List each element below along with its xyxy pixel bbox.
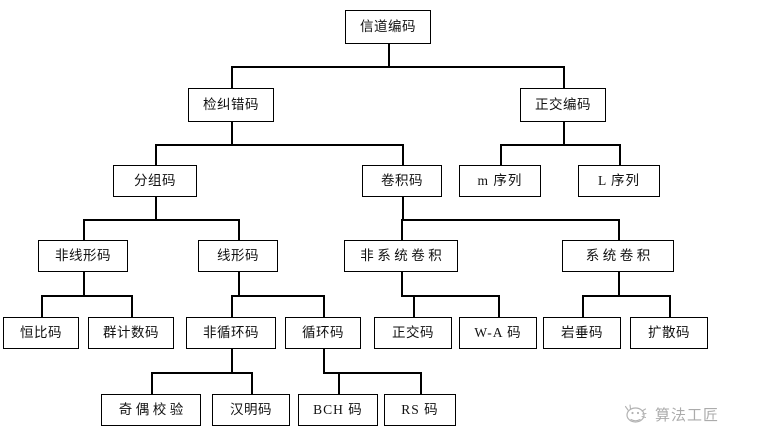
connector-l4_nonsys_conv-stem — [401, 272, 403, 295]
connector-l5_spread-drop — [669, 295, 671, 317]
watermark-text: 算法工匠 — [655, 406, 720, 424]
connector-l5_wa-drop — [498, 295, 500, 317]
connector-l4_linear-bus — [231, 295, 325, 297]
tree-node-l4-sys-conv: 系统卷积 — [562, 240, 674, 272]
tree-node-l5-yanchui: 岩垂码 — [543, 317, 621, 349]
wechat-account-logo-icon — [622, 401, 648, 427]
connector-l5_ratio-drop — [41, 295, 43, 317]
tree-node-l4-nonlinear: 非线形码 — [38, 240, 128, 272]
connector-l5_noncyclic-bus — [151, 372, 253, 374]
tree-node-l4-linear: 线形码 — [198, 240, 278, 272]
connector-l3_block-bus — [83, 219, 240, 221]
tree-node-l5-spread: 扩散码 — [630, 317, 708, 349]
connector-l5_noncyclic-drop — [231, 295, 233, 317]
connector-l2_detect-stem — [231, 122, 233, 144]
connector-l5_cyclic-bus — [323, 372, 422, 374]
connector-l6_hamming-drop — [251, 372, 253, 394]
connector-l5_cyclic-stem — [323, 349, 325, 372]
connector-l4_nonsys_conv-bus — [401, 295, 500, 297]
tree-node-l6-hamming: 汉明码 — [212, 394, 290, 426]
tree-node-l6-rs: RS 码 — [384, 394, 456, 426]
connector-l3_block-stem — [155, 197, 157, 219]
tree-node-l3-conv: 卷积码 — [362, 165, 442, 197]
connector-l4_linear-stem — [238, 272, 240, 295]
tree-node-l5-orthcode: 正交码 — [374, 317, 452, 349]
connector-l3_conv-stem — [402, 197, 404, 219]
connector-l3_lseq-drop — [619, 144, 621, 165]
connector-l5_groupcount-drop — [131, 295, 133, 317]
tree-node-l3-mseq: m 序列 — [459, 165, 541, 197]
connector-l3_conv-drop — [402, 144, 404, 165]
connector-l2_orth-bus — [500, 144, 621, 146]
connector-l4_linear-drop — [238, 219, 240, 240]
tree-node-l3-lseq: L 序列 — [578, 165, 660, 197]
connector-l3_mseq-drop — [500, 144, 502, 165]
connector-root-stem — [388, 44, 390, 66]
tree-node-l3-block: 分组码 — [113, 165, 197, 197]
connector-l3_conv-bus — [401, 219, 620, 221]
connector-l6_bch-drop — [338, 372, 340, 394]
connector-l5_cyclic-drop — [323, 295, 325, 317]
connector-l5_noncyclic-stem — [231, 349, 233, 372]
tree-node-l2-detect: 检纠错码 — [188, 88, 274, 122]
tree-node-l5-cyclic: 循环码 — [285, 317, 361, 349]
connector-l4_nonsys_conv-drop — [401, 219, 403, 240]
tree-node-l5-noncyclic: 非循环码 — [186, 317, 276, 349]
connector-l4_sys_conv-bus — [582, 295, 671, 297]
tree-node-l2-orth: 正交编码 — [520, 88, 606, 122]
connector-root-bus — [231, 66, 565, 68]
connector-l6_parity-drop — [151, 372, 153, 394]
connector-l4_nonlinear-stem — [83, 272, 85, 295]
connector-l2_detect-drop — [231, 66, 233, 88]
connector-l4_sys_conv-drop — [618, 219, 620, 240]
connector-l2_orth-drop — [563, 66, 565, 88]
tree-node-l5-ratio: 恒比码 — [3, 317, 79, 349]
connector-l4_nonlinear-bus — [41, 295, 133, 297]
connector-l5_yanchui-drop — [582, 295, 584, 317]
connector-l6_rs-drop — [420, 372, 422, 394]
watermark: 算法工匠 — [622, 396, 754, 432]
connector-l2_detect-bus — [155, 144, 404, 146]
connector-l4_sys_conv-stem — [618, 272, 620, 295]
tree-node-l4-nonsys-conv: 非系统卷积 — [344, 240, 458, 272]
tree-node-root: 信道编码 — [345, 10, 431, 44]
connector-l3_block-drop — [155, 144, 157, 165]
tree-node-l6-bch: BCH 码 — [298, 394, 378, 426]
tree-node-l5-wa: W-A 码 — [459, 317, 537, 349]
tree-node-l5-groupcount: 群计数码 — [88, 317, 174, 349]
connector-l5_orthcode-drop — [413, 295, 415, 317]
connector-l2_orth-stem — [563, 122, 565, 144]
tree-node-l6-parity: 奇偶校验 — [101, 394, 201, 426]
connector-l4_nonlinear-drop — [83, 219, 85, 240]
